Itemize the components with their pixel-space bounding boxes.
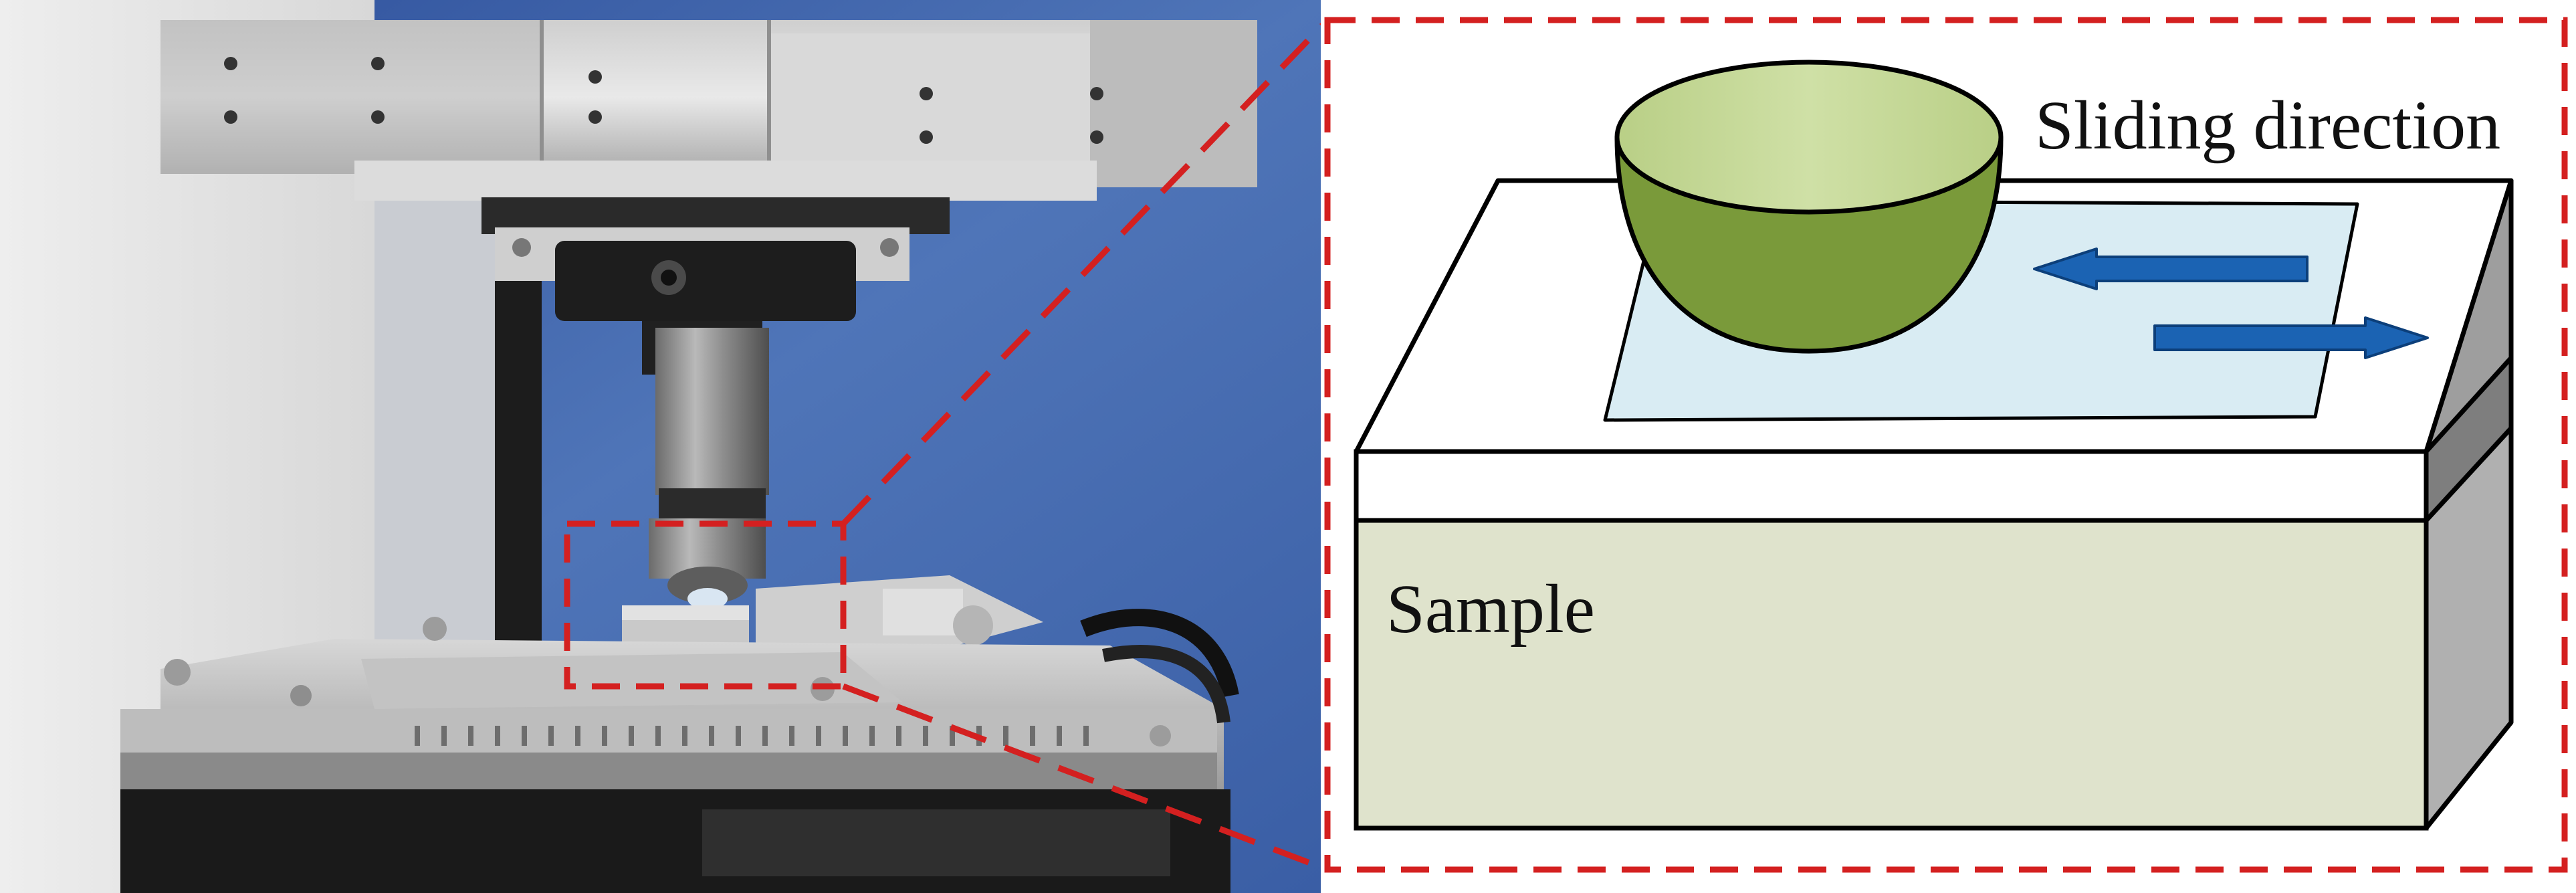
sample-coating-layer: [1354, 449, 2429, 523]
zoom-connector-top: [841, 17, 1330, 526]
tribometer-photo: [0, 0, 1321, 893]
zoom-connector-bottom: [842, 683, 1329, 873]
zoom-region-box: [564, 520, 847, 690]
zoomed-view-frame: [1324, 17, 2568, 873]
sample-label: Sample: [1386, 571, 1595, 648]
ball-top: [1614, 60, 2004, 215]
arrow-left-icon: [2033, 247, 2309, 290]
arrow-right-icon: [2153, 316, 2429, 359]
sliding-direction-label: Sliding direction: [2035, 87, 2500, 164]
sample-front-face: [1354, 518, 2429, 831]
schematic-panel: Sliding direction Sample: [1321, 12, 2576, 882]
